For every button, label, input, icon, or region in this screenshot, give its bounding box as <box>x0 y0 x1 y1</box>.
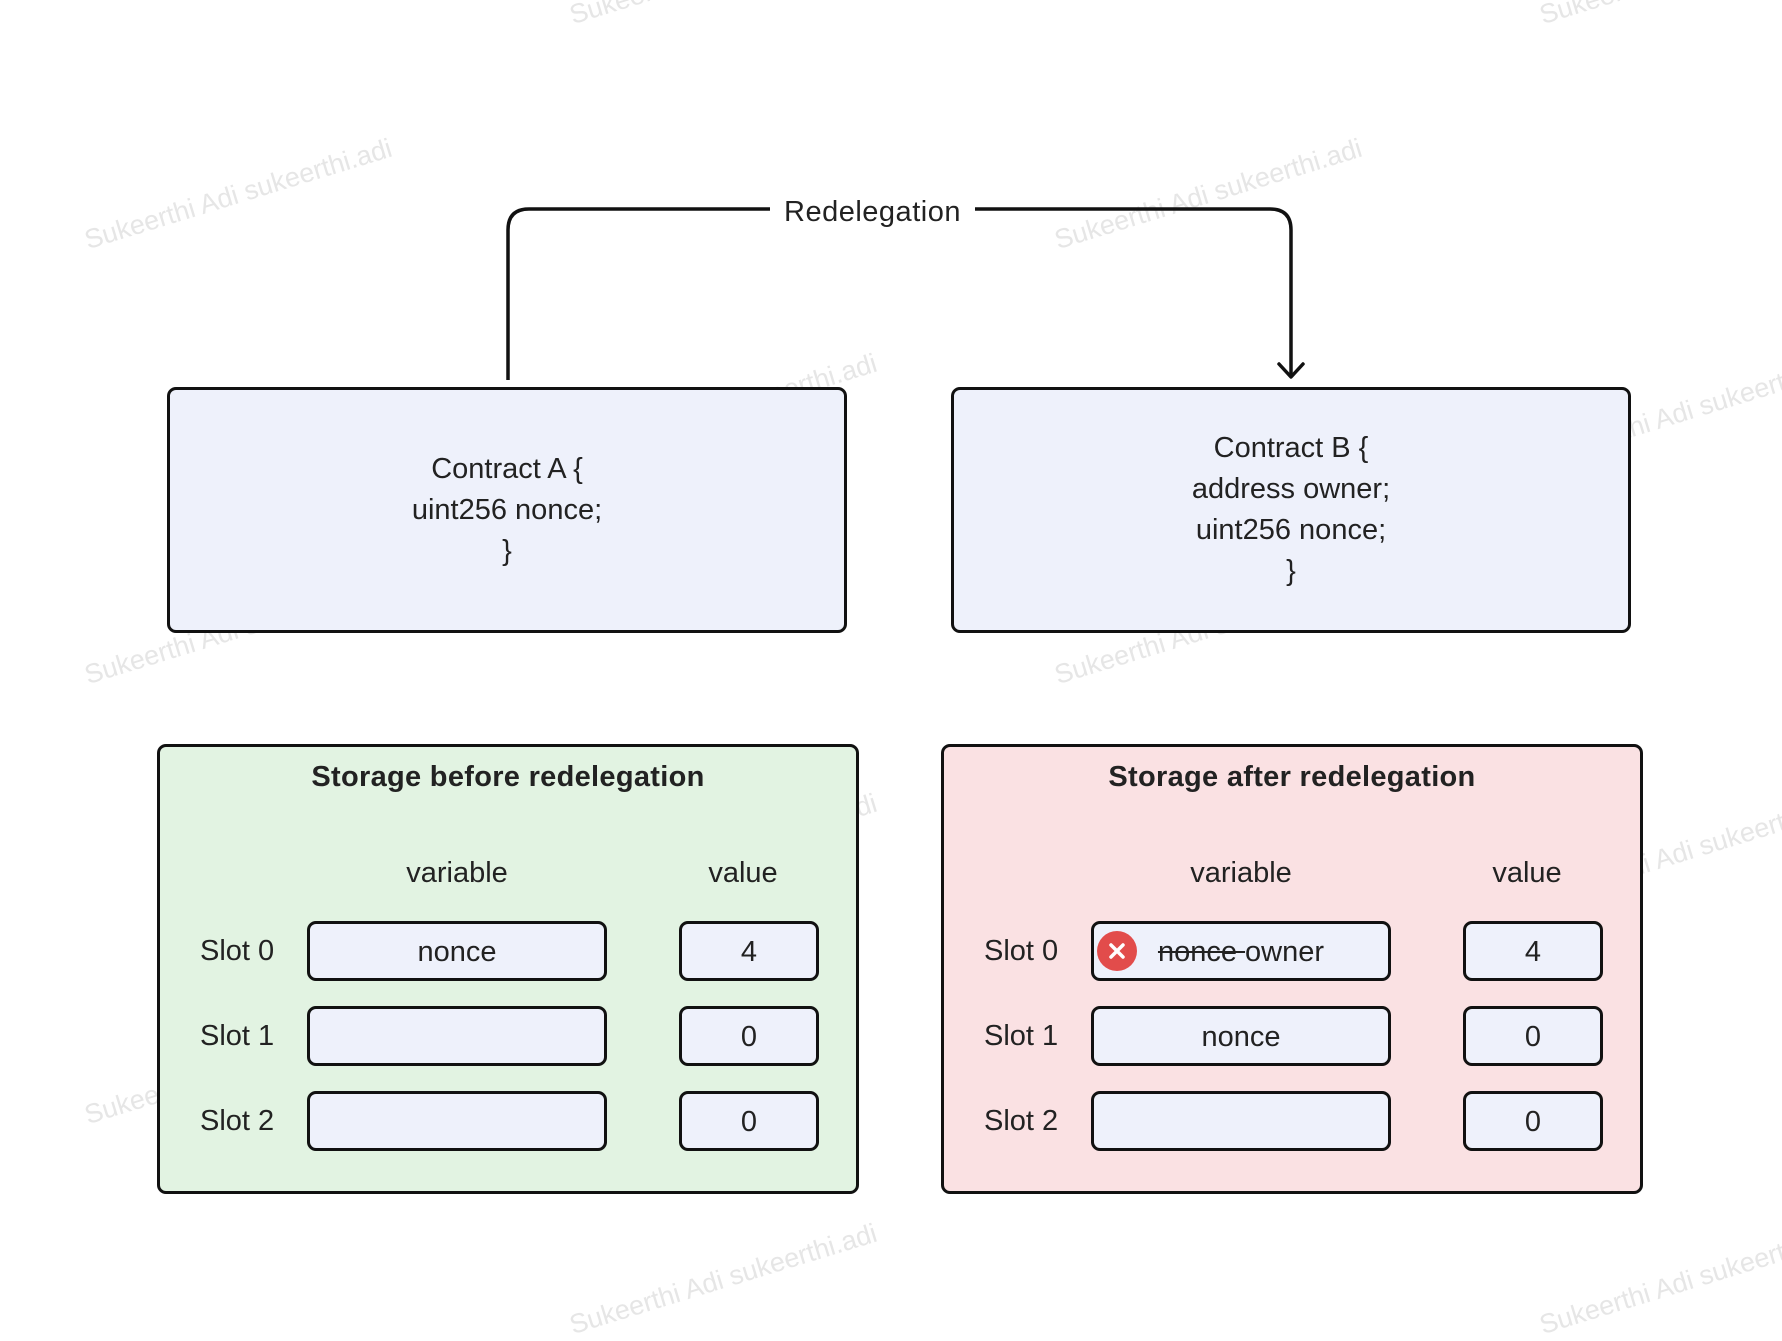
slot-label: Slot 1 <box>200 1020 275 1052</box>
code-line: address owner; <box>1191 473 1391 505</box>
storage-row-slot-1: Slot 1 0 <box>160 1006 856 1066</box>
variable-box <box>307 1091 607 1151</box>
new-variable-name: owner <box>1245 936 1325 968</box>
contract-a-code: Contract A { uint256 nonce; } <box>412 449 602 572</box>
variable-column-header: variable <box>406 857 508 889</box>
value-box: 4 <box>1463 921 1603 981</box>
variable-box <box>1091 1091 1391 1151</box>
variable-box: nonce <box>1091 1006 1391 1066</box>
value-box: 0 <box>679 1091 819 1151</box>
contract-b-code: Contract B { address owner; uint256 nonc… <box>1192 428 1390 592</box>
value-box: 0 <box>1463 1091 1603 1151</box>
storage-after-title: Storage after redelegation <box>1108 761 1476 793</box>
storage-row-slot-0: Slot 0 nonce owner 4 <box>944 921 1640 981</box>
storage-row-slot-2: Slot 2 0 <box>944 1091 1640 1151</box>
redelegation-label: Redelegation <box>770 192 975 232</box>
redelegation-connector-line <box>506 207 1293 380</box>
contract-b-box: Contract B { address owner; uint256 nonc… <box>951 387 1631 633</box>
slot-label: Slot 0 <box>984 935 1059 967</box>
value-box: 0 <box>679 1006 819 1066</box>
old-variable-name: nonce <box>1157 936 1246 968</box>
value-column-header: value <box>708 857 778 889</box>
storage-row-slot-0: Slot 0 nonce 4 <box>160 921 856 981</box>
code-line: Contract A { <box>431 452 583 485</box>
code-line: uint256 nonce; <box>411 493 603 526</box>
slot-label: Slot 0 <box>200 935 275 967</box>
arrowhead-icon <box>1277 362 1305 379</box>
variable-column-header: variable <box>1190 857 1292 889</box>
error-x-icon <box>1097 931 1137 971</box>
code-line: } <box>1286 555 1296 587</box>
variable-box: nonce owner <box>1091 921 1391 981</box>
slot-label: Slot 2 <box>200 1105 275 1137</box>
variable-box: nonce <box>307 921 607 981</box>
storage-before-title: Storage before redelegation <box>311 761 705 793</box>
code-line: uint256 nonce; <box>1195 514 1387 546</box>
slot-label: Slot 2 <box>984 1105 1059 1137</box>
storage-after-panel: Storage after redelegation variable valu… <box>941 744 1643 1194</box>
value-column-header: value <box>1492 857 1562 889</box>
storage-row-slot-1: Slot 1 nonce 0 <box>944 1006 1640 1066</box>
storage-row-slot-2: Slot 2 0 <box>160 1091 856 1151</box>
contract-a-box: Contract A { uint256 nonce; } <box>167 387 847 633</box>
storage-before-panel: Storage before redelegation variable val… <box>157 744 859 1194</box>
value-box: 0 <box>1463 1006 1603 1066</box>
value-box: 4 <box>679 921 819 981</box>
slot-label: Slot 1 <box>984 1020 1059 1052</box>
code-line: } <box>502 534 512 567</box>
code-line: Contract B { <box>1213 432 1369 464</box>
variable-box <box>307 1006 607 1066</box>
